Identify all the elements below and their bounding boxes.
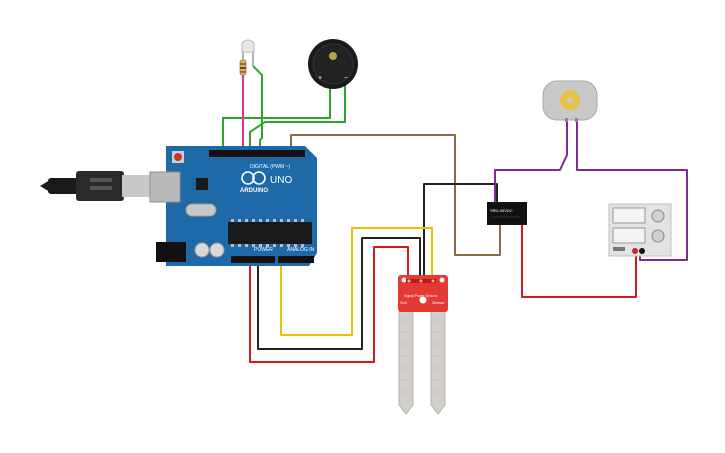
dc-motor[interactable] (542, 80, 598, 122)
sensor-right-label: Sensor (432, 300, 445, 305)
relay-label: SRD-05VDC (490, 208, 513, 213)
wire-yellow-signal (280, 227, 433, 336)
power-supply[interactable] (608, 203, 672, 257)
wire-red-power (249, 246, 409, 363)
usb-cable (40, 171, 152, 201)
buzzer-plus-label: + (318, 75, 322, 82)
wires (222, 60, 688, 363)
board-brand: ARDUINO (240, 188, 268, 194)
soil-moisture-sensor[interactable]: Signal Power Ground Soil Sensor (398, 275, 448, 415)
supply-display-1 (612, 207, 646, 224)
microcontroller-chip (228, 222, 312, 244)
wire-black-ground (257, 237, 421, 350)
power-jack (156, 242, 186, 262)
relay-body (487, 202, 527, 225)
buzzer-minus-label: − (344, 75, 348, 82)
crystal (185, 203, 217, 217)
supply-terminal-positive[interactable] (632, 248, 638, 254)
capacitor (194, 242, 210, 258)
power-header (231, 256, 275, 263)
sensor-probe-left (398, 307, 414, 415)
usb-jack (149, 171, 181, 203)
wire-brown-relay (290, 134, 501, 256)
relay[interactable]: SRD-05VDC (487, 202, 527, 225)
sensor-pin-labels: Signal Power Ground (404, 294, 437, 298)
wire-green-buzzer-1 (222, 82, 331, 157)
sensor-board (398, 275, 448, 312)
wire-green-buzzer-2 (249, 82, 346, 157)
wire-purple-motor-1 (494, 120, 568, 202)
led-resistor[interactable] (239, 39, 255, 76)
sensor-probe-right (430, 307, 446, 415)
wire-purple-motor-2 (576, 120, 688, 261)
capacitor (209, 242, 225, 258)
analog-header (278, 256, 314, 263)
wire-green-led (252, 65, 263, 157)
led-icon (241, 39, 255, 53)
buzzer[interactable]: + − (308, 39, 358, 89)
analog-header-label: ANALOG IN (287, 247, 315, 253)
supply-terminal-negative[interactable] (639, 248, 645, 254)
digital-header (209, 150, 305, 157)
sensor-logo-icon (419, 296, 427, 304)
power-header-label: POWER (254, 247, 273, 253)
digital-header-label: DIGITAL (PWM ~) (250, 164, 290, 170)
arduino-uno[interactable]: DIGITAL (PWM ~) POWER ANALOG IN ARDUINO … (149, 146, 317, 266)
supply-knob[interactable] (651, 229, 665, 243)
arduino-logo: ARDUINO UNO (240, 171, 292, 194)
supply-knob[interactable] (651, 209, 665, 223)
supply-display-2 (612, 227, 646, 244)
sensor-left-label: Soil (400, 300, 407, 305)
wire-black-relay (423, 183, 498, 282)
board-model: UNO (270, 175, 292, 186)
wire-red-supply (521, 225, 637, 298)
